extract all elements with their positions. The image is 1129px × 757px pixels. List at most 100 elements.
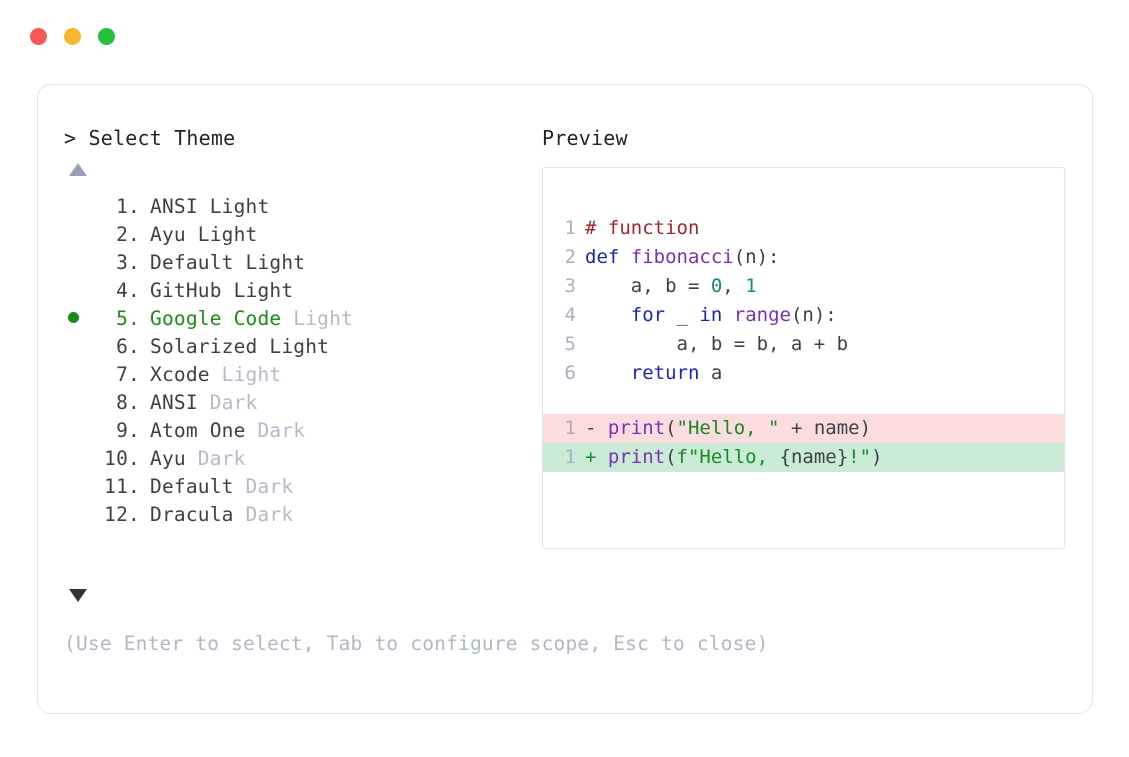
theme-item-variant: Dark: [245, 419, 306, 442]
theme-list-item[interactable]: 9. Atom One Dark: [64, 417, 534, 445]
theme-list-item[interactable]: 12. Dracula Dark: [64, 501, 534, 529]
diff-line-text: print(f"Hello, {name}!"): [608, 443, 883, 472]
diff-line-deletion: 1- print("Hello, " + name): [543, 414, 1064, 443]
code-line-text: a, b = b, a + b: [585, 330, 849, 359]
line-number: 1: [564, 417, 576, 439]
code-line-text: for _ in range(n):: [585, 301, 837, 330]
theme-list-item[interactable]: 1.ANSI Light: [64, 193, 534, 221]
window-close-button[interactable]: [30, 28, 47, 45]
line-number: 1: [564, 446, 576, 468]
line-number: 3: [564, 275, 576, 297]
code-line-text: a, b = 0, 1: [585, 272, 757, 301]
diff-line-text: print("Hello, " + name): [608, 414, 871, 443]
code-token-func: print: [607, 417, 666, 439]
code-line: 2 def fibonacci(n):: [543, 243, 1064, 272]
code-token-keyword: in: [699, 304, 723, 326]
code-token-string: !": [848, 446, 872, 468]
theme-item-name: Atom One: [150, 419, 246, 442]
code-token-plain: _: [665, 304, 700, 326]
code-token-plain: (n):: [733, 246, 780, 268]
code-token-plain: (: [665, 446, 677, 468]
code-token-plain: (n):: [790, 304, 837, 326]
scroll-up-icon[interactable]: [69, 163, 87, 176]
theme-item-variant: Dark: [233, 503, 294, 526]
theme-item-name: Dracula: [150, 503, 234, 526]
theme-list-item[interactable]: 4.GitHub Light: [64, 277, 534, 305]
theme-item-variant: Light: [233, 251, 306, 274]
theme-item-name: Default: [150, 251, 234, 274]
prompt-header: > Select Theme: [64, 123, 534, 153]
theme-item-variant: Light: [221, 279, 294, 302]
diff-line-addition: 1 + print(f"Hello, {name}!"): [543, 443, 1064, 472]
line-number: 5: [564, 333, 576, 355]
theme-item-variant: Light: [209, 363, 282, 386]
theme-item-variant: Light: [185, 223, 258, 246]
code-line: 3 a, b = 0, 1: [543, 272, 1064, 301]
theme-item-number: 7.: [116, 363, 140, 386]
scroll-down-row: [64, 589, 87, 602]
theme-item-variant: Dark: [185, 447, 246, 470]
code-token-func: print: [607, 446, 666, 468]
keyboard-hint: (Use Enter to select, Tab to configure s…: [64, 632, 769, 655]
code-token-plain: ,: [722, 275, 746, 297]
theme-item-number: 10.: [104, 447, 140, 470]
theme-item-number: 11.: [104, 475, 140, 498]
selected-bullet-icon: [64, 305, 94, 333]
code-token-keyword: def: [585, 246, 631, 268]
code-token-keyword: for: [630, 304, 666, 326]
theme-item-name: ANSI: [150, 391, 198, 414]
code-token-plain: [585, 304, 631, 326]
page-title: Select Theme: [88, 126, 236, 150]
code-line: 4 for _ in range(n):: [543, 301, 1064, 330]
line-number: 2: [564, 246, 576, 268]
code-line: 1# function: [543, 214, 1064, 243]
theme-item-name: Ayu: [150, 223, 186, 246]
theme-item-number: 3.: [116, 251, 140, 274]
theme-item-variant: Dark: [233, 475, 294, 498]
window-minimize-button[interactable]: [64, 28, 81, 45]
theme-item-name: Solarized: [150, 335, 258, 358]
theme-item-variant: Light: [281, 307, 353, 330]
code-token-plain: (: [665, 417, 677, 439]
theme-item-name: Ayu: [150, 447, 186, 470]
scroll-down-icon[interactable]: [69, 589, 87, 602]
theme-item-name: Google Code: [150, 307, 282, 330]
code-line: 6 return a: [543, 359, 1064, 388]
line-number: 4: [564, 304, 576, 326]
theme-item-name: Xcode: [150, 363, 210, 386]
code-token-plain: a, b = b, a + b: [585, 333, 849, 355]
theme-item-number: 8.: [116, 391, 140, 414]
theme-item-number: 9.: [116, 419, 140, 442]
code-line-text: return a: [585, 359, 723, 388]
diff-marker: +: [585, 446, 608, 468]
code-token-string: "Hello, ": [676, 417, 780, 439]
theme-item-number: 5.: [116, 307, 140, 330]
preview-header-label: Preview: [542, 126, 628, 150]
code-spacer: [543, 388, 1064, 414]
code-line-text: # function: [585, 214, 699, 243]
code-token-plain: [722, 304, 733, 326]
theme-list-item[interactable]: 7. Xcode Light: [64, 361, 534, 389]
theme-item-name: Default: [150, 475, 234, 498]
theme-list-item[interactable]: 6.Solarized Light: [64, 333, 534, 361]
code-token-plain: a: [699, 362, 723, 384]
theme-list-item[interactable]: 2.Ayu Light: [64, 221, 534, 249]
theme-list-item[interactable]: 10. Ayu Dark: [64, 445, 534, 473]
window-maximize-button[interactable]: [98, 28, 115, 45]
code-token-func: fibonacci: [630, 246, 734, 268]
theme-item-number: 12.: [104, 503, 140, 526]
theme-item-variant: Dark: [197, 391, 258, 414]
theme-list-item[interactable]: 11. Default Dark: [64, 473, 534, 501]
prompt-caret-icon: >: [64, 126, 77, 150]
code-token-plain: ): [871, 446, 883, 468]
theme-list-item[interactable]: 5. Google Code Light: [64, 305, 534, 333]
theme-list-item[interactable]: 3. Default Light: [64, 249, 534, 277]
theme-item-name: ANSI: [150, 195, 198, 218]
theme-list-item[interactable]: 8. ANSI Dark: [64, 389, 534, 417]
